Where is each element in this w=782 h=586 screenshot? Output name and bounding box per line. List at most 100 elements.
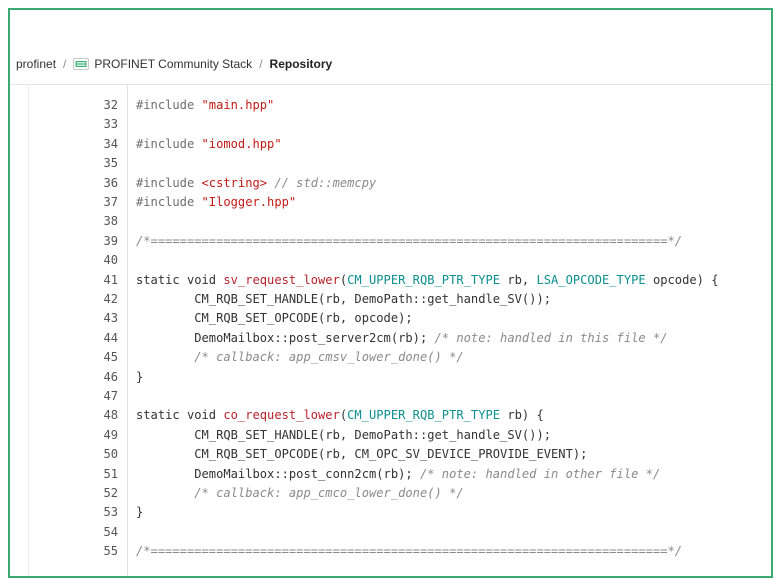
code-token: CM_RQB_SET_HANDLE(rb, DemoPath::get_hand… bbox=[136, 292, 552, 306]
code-text: #include "iomod.hpp" bbox=[136, 135, 282, 154]
code-line: 44 DemoMailbox::post_server2cm(rb); /* n… bbox=[10, 329, 771, 348]
code-line: 50 CM_RQB_SET_OPCODE(rb, CM_OPC_SV_DEVIC… bbox=[10, 445, 771, 464]
code-token: ( bbox=[339, 408, 348, 423]
line-number[interactable]: 44 bbox=[103, 330, 118, 345]
code-text: /*======================================… bbox=[136, 542, 682, 561]
code-token: static void bbox=[136, 272, 224, 287]
line-number[interactable]: 53 bbox=[103, 505, 118, 520]
code-token: #include bbox=[136, 136, 202, 151]
code-token: CM_RQB_SET_HANDLE(rb, DemoPath::get_hand… bbox=[136, 427, 552, 442]
line-number[interactable]: 54 bbox=[103, 524, 118, 539]
code-token: rb) { bbox=[500, 408, 544, 423]
code-text: /* callback: app_cmsv_lower_done() */ bbox=[136, 348, 464, 367]
code-token: DemoMailbox::post_server2cm(rb); bbox=[136, 330, 435, 345]
code-token: opcode) { bbox=[645, 272, 719, 287]
line-number[interactable]: 40 bbox=[103, 253, 118, 268]
code-token: /*======================================… bbox=[136, 233, 683, 248]
code-line: 52 /* callback: app_cmco_lower_done() */ bbox=[10, 484, 771, 503]
code-text: #include <cstring> // std::memcpy bbox=[136, 174, 376, 193]
code-token: "iomod.hpp" bbox=[201, 136, 282, 151]
line-number[interactable]: 45 bbox=[103, 350, 118, 365]
line-number[interactable]: 39 bbox=[103, 233, 118, 248]
code-token: CM_UPPER_RQB_PTR_TYPE bbox=[347, 272, 501, 287]
line-number[interactable]: 41 bbox=[103, 272, 118, 287]
code-token: #include bbox=[136, 195, 202, 209]
code-line: 53} bbox=[10, 503, 771, 522]
breadcrumb-separator: / bbox=[259, 57, 263, 71]
code-token: <cstring> bbox=[201, 175, 268, 190]
line-number[interactable]: 34 bbox=[103, 136, 118, 151]
code-token: rb, bbox=[500, 272, 537, 287]
code-line: 55 /*====================================… bbox=[10, 542, 771, 561]
line-number[interactable]: 55 bbox=[103, 544, 118, 559]
line-number[interactable]: 43 bbox=[103, 311, 118, 326]
line-number[interactable]: 37 bbox=[103, 195, 118, 209]
code-token: ( bbox=[339, 272, 348, 287]
code-line: 47 bbox=[10, 387, 771, 406]
code-text: } bbox=[136, 368, 143, 387]
project-icon bbox=[73, 58, 90, 70]
code-line: 41 static void sv_request_lower(CM_UPPER_… bbox=[10, 271, 771, 290]
code-line: 38 bbox=[10, 212, 771, 231]
gutter-border bbox=[28, 85, 29, 576]
breadcrumb-separator: / bbox=[63, 57, 67, 71]
code-text: CM_RQB_SET_OPCODE(rb, CM_OPC_SV_DEVICE_P… bbox=[136, 445, 587, 464]
line-number[interactable]: 52 bbox=[103, 486, 118, 500]
code-line: 32 #include "main.hpp" bbox=[10, 96, 771, 115]
code-text: #include "main.hpp" bbox=[136, 96, 274, 115]
breadcrumb-project-link[interactable]: PROFINET Community Stack bbox=[94, 57, 253, 71]
line-number[interactable]: 49 bbox=[103, 427, 118, 442]
code-text: DemoMailbox::post_server2cm(rb); /* note… bbox=[136, 329, 668, 348]
code-token: // std::memcpy bbox=[267, 175, 377, 190]
code-text: #include "Ilogger.hpp" bbox=[136, 193, 296, 212]
code-text: static void sv_request_lower(CM_UPPER_RQ… bbox=[136, 271, 719, 290]
code-line: 42 CM_RQB_SET_HANDLE(rb, DemoPath::get_h… bbox=[10, 290, 771, 309]
code-line: 36 #include <cstring> // std::memcpy bbox=[10, 174, 771, 193]
code-line: 54 bbox=[10, 523, 771, 542]
code-line: 51 DemoMailbox::post_conn2cm(rb); /* not… bbox=[10, 465, 771, 484]
code-token: } bbox=[136, 369, 144, 384]
code-line: 39 /*====================================… bbox=[10, 232, 771, 251]
line-number-divider bbox=[127, 85, 128, 576]
code-token: /* note: handled in this file */ bbox=[434, 330, 668, 345]
line-number[interactable]: 46 bbox=[103, 369, 118, 384]
code-token: LSA_OPCODE_TYPE bbox=[536, 272, 646, 287]
code-token: DemoMailbox::post_conn2cm(rb); bbox=[136, 466, 420, 481]
line-number[interactable]: 33 bbox=[103, 117, 118, 132]
code-line: 49 CM_RQB_SET_HANDLE(rb, DemoPath::get_h… bbox=[10, 426, 771, 445]
screenshot-frame: profinet / PROFINET Community Stack / Re… bbox=[8, 8, 773, 578]
line-number[interactable]: 42 bbox=[103, 292, 118, 306]
code-token: /* callback: app_cmsv_lower_done() */ bbox=[136, 350, 464, 365]
code-token: co_request_lower bbox=[223, 408, 340, 423]
code-line: 46} bbox=[10, 368, 771, 387]
code-viewer: 32 #include "main.hpp" 33 34 #include "iomod… bbox=[10, 84, 771, 576]
line-number[interactable]: 35 bbox=[103, 156, 118, 171]
code-token: static void bbox=[136, 408, 224, 423]
line-number[interactable]: 32 bbox=[103, 98, 118, 112]
line-number[interactable]: 47 bbox=[103, 389, 118, 403]
line-number[interactable]: 48 bbox=[103, 408, 118, 423]
code-token: #include bbox=[136, 175, 202, 190]
code-line: 43 CM_RQB_SET_OPCODE(rb, opcode); bbox=[10, 309, 771, 328]
line-number[interactable]: 38 bbox=[103, 214, 118, 229]
code-token: /* note: handled in other file */ bbox=[419, 466, 661, 481]
code-text: /*======================================… bbox=[136, 232, 682, 251]
line-number[interactable]: 51 bbox=[103, 466, 118, 481]
code-line: 40 bbox=[10, 251, 771, 270]
code-token: CM_RQB_SET_OPCODE(rb, opcode); bbox=[136, 311, 413, 326]
breadcrumb-root-link[interactable]: profinet bbox=[16, 57, 57, 71]
code-text: CM_RQB_SET_HANDLE(rb, DemoPath::get_hand… bbox=[136, 290, 551, 309]
code-text: } bbox=[136, 503, 143, 522]
code-text: DemoMailbox::post_conn2cm(rb); /* note: … bbox=[136, 465, 660, 484]
code-line: 34 #include "iomod.hpp" bbox=[10, 135, 771, 154]
code-token: sv_request_lower bbox=[223, 272, 340, 287]
breadcrumb-current: Repository bbox=[269, 57, 333, 71]
line-number[interactable]: 50 bbox=[103, 447, 118, 462]
breadcrumb: profinet / PROFINET Community Stack / Re… bbox=[16, 54, 332, 74]
code-token: /*======================================… bbox=[136, 544, 683, 559]
code-token: /* callback: app_cmco_lower_done() */ bbox=[136, 486, 464, 500]
code-token: "Ilogger.hpp" bbox=[201, 195, 297, 209]
code-token: } bbox=[136, 505, 144, 520]
line-number[interactable]: 36 bbox=[103, 175, 118, 190]
